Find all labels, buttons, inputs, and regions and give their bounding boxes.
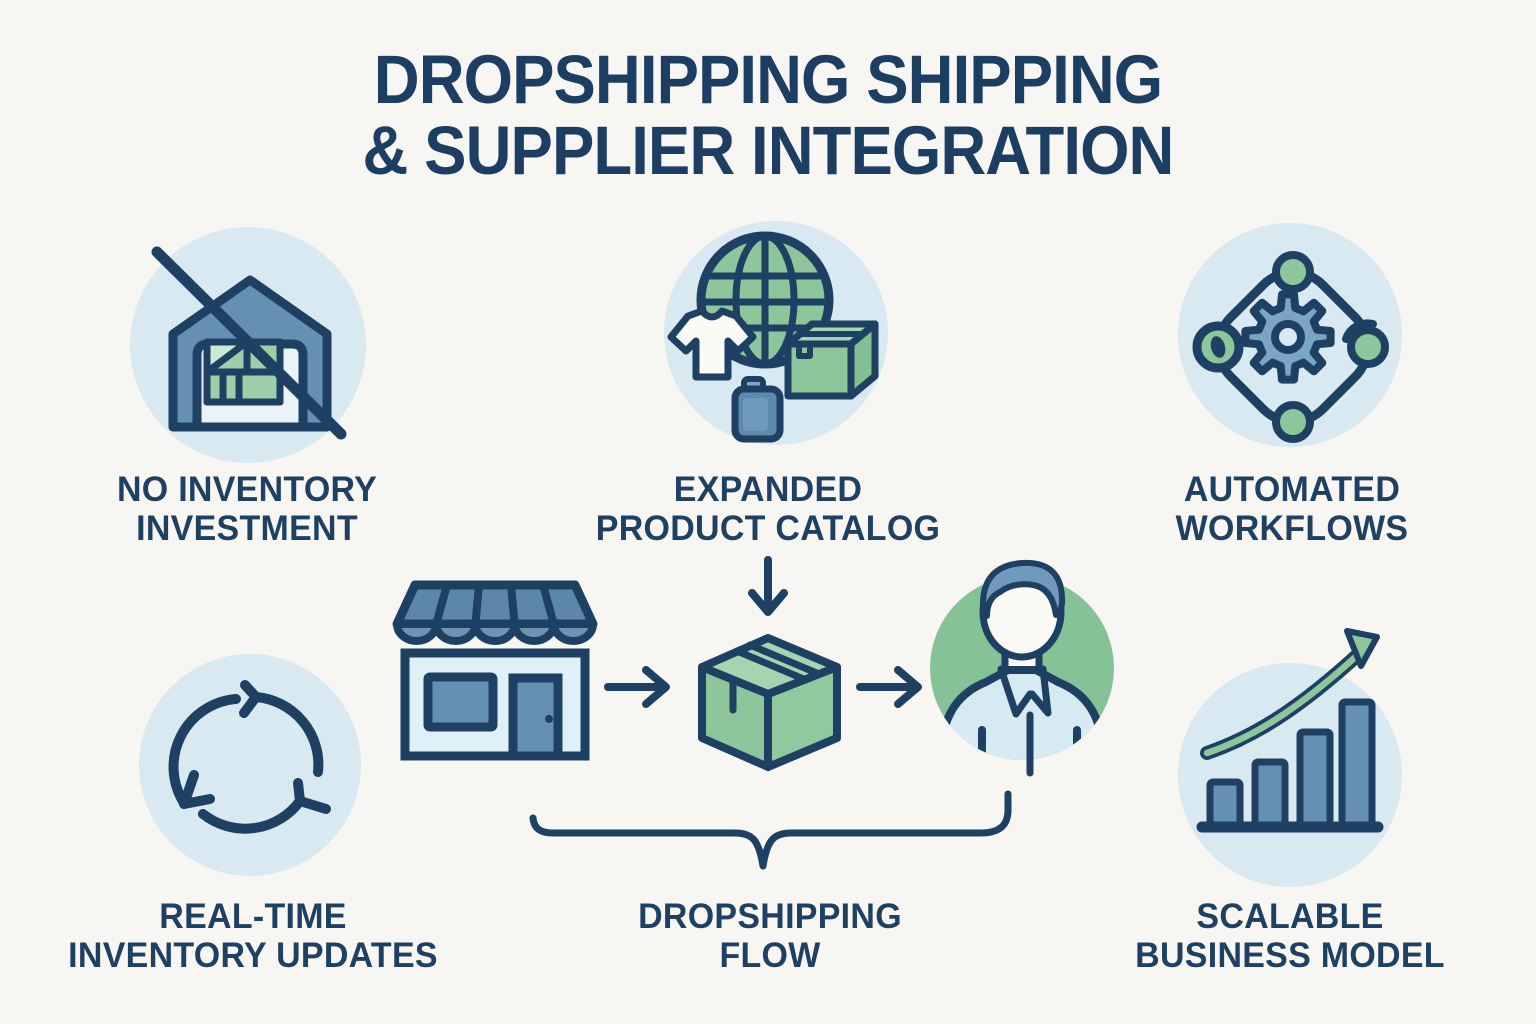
workflow-node-right-arc <box>1342 319 1377 343</box>
gear <box>1241 290 1335 384</box>
cycle-arc-bottom <box>198 796 305 834</box>
label-automated-workflows-line-2: WORKFLOWS <box>1175 509 1409 548</box>
label-expanded-catalog-line-1: EXPANDED <box>673 470 863 509</box>
package-icon <box>698 634 841 771</box>
flow-arrow-right-1 <box>604 666 670 708</box>
hair <box>980 559 1066 619</box>
store-door <box>508 673 563 761</box>
label-realtime-inventory-line-1: REAL-TIME <box>159 897 347 936</box>
growth-bar-chart-icon <box>1196 628 1384 833</box>
page-title-line-1: DROPSHIPPING SHIPPING <box>373 41 1163 118</box>
gear-workflow-icon <box>1192 251 1389 443</box>
collar <box>997 665 1052 718</box>
label-realtime-inventory: REAL-TIME INVENTORY UPDATES <box>44 897 461 975</box>
catalog-down-arrow <box>748 556 788 616</box>
package-tape <box>733 641 823 684</box>
label-no-inventory-line-1: NO INVENTORY <box>116 470 378 509</box>
flow-brace <box>529 790 1012 870</box>
cycle-arrowhead <box>179 770 215 809</box>
cycle-fork-top <box>239 680 261 718</box>
label-scalable-model-line-2: BUSINESS MODEL <box>1135 936 1445 975</box>
page-title: DROPSHIPPING SHIPPING & SUPPLIER INTEGRA… <box>61 44 1474 186</box>
workflow-node-right <box>1347 326 1389 368</box>
growth-arrow <box>1200 628 1380 760</box>
label-scalable-model: SCALABLE BUSINESS MODEL <box>1086 897 1493 975</box>
cycle-arc-left <box>168 694 241 808</box>
cycle-fork-bottom <box>293 778 331 814</box>
tshirt <box>667 307 757 381</box>
door-knob <box>545 715 553 723</box>
bottle <box>731 376 784 443</box>
warehouse-crossed-icon <box>151 246 347 440</box>
label-realtime-inventory-line-2: INVENTORY UPDATES <box>68 936 438 975</box>
store-window <box>423 672 498 732</box>
label-scalable-model-line-1: SCALABLE <box>1196 897 1384 936</box>
flow-label-line-1: DROPSHIPPING <box>638 897 902 936</box>
flow-label-line-2: FLOW <box>719 936 821 975</box>
label-expanded-catalog: EXPANDED PRODUCT CATALOG <box>564 470 971 548</box>
workflow-node-left-hole <box>1210 336 1226 358</box>
label-no-inventory: NO INVENTORY INVESTMENT <box>63 470 432 548</box>
label-automated-workflows-line-1: AUTOMATED <box>1183 470 1401 509</box>
label-no-inventory-line-2: INVESTMENT <box>136 509 358 548</box>
label-expanded-catalog-line-2: PRODUCT CATALOG <box>595 509 941 548</box>
no-slash <box>151 246 347 440</box>
workflow-orbit <box>1213 267 1373 427</box>
workflow-node-top <box>1272 251 1314 293</box>
cycle-arc-top <box>251 692 324 777</box>
store-awning <box>392 580 598 645</box>
flow-arrow-right-2 <box>856 666 922 708</box>
page-title-line-2: & SUPPLIER INTEGRATION <box>362 112 1175 189</box>
globe-products-icon <box>667 231 879 443</box>
label-automated-workflows: AUTOMATED WORKFLOWS <box>1108 470 1477 548</box>
supplier-box <box>784 320 879 400</box>
customer-icon <box>930 559 1114 777</box>
workflow-node-bottom <box>1272 401 1314 443</box>
cycle-arrows-icon <box>168 680 331 834</box>
store-icon <box>392 580 598 761</box>
flow-label: DROPSHIPPING FLOW <box>566 897 973 975</box>
